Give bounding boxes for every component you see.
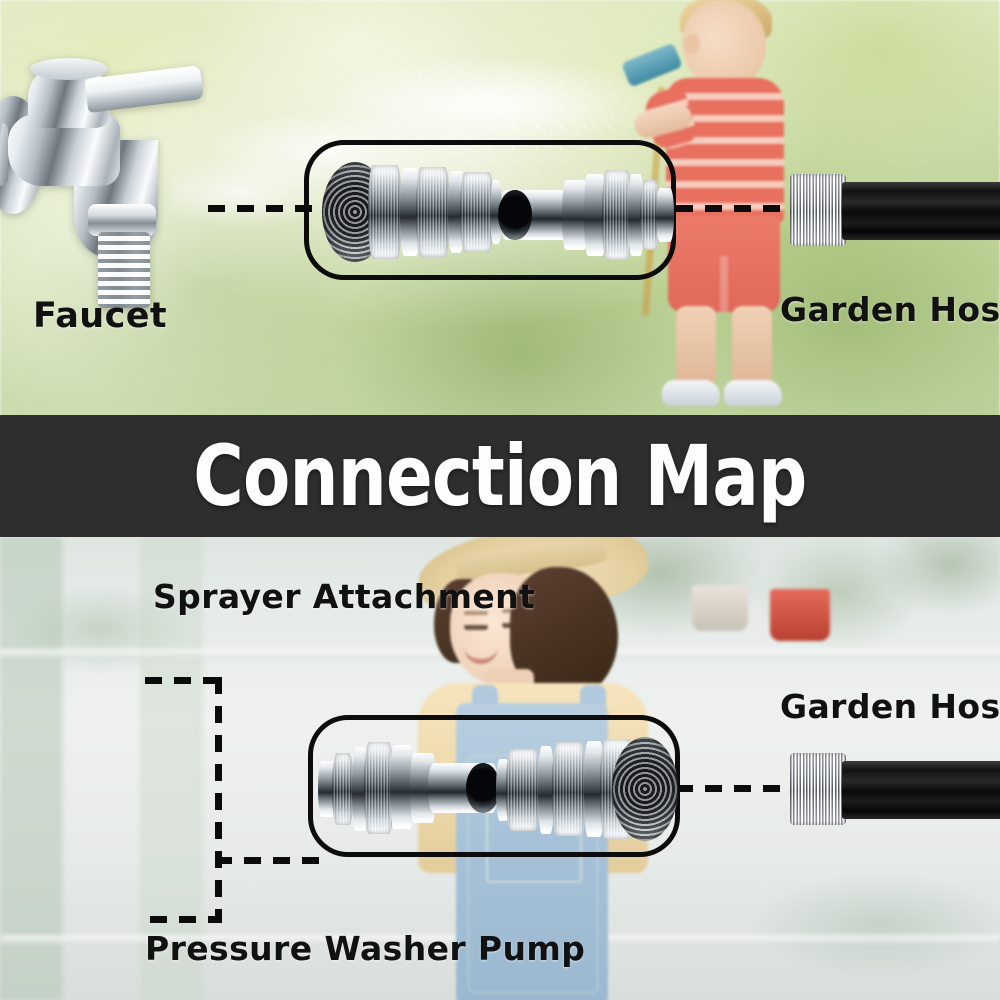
label-sprayer-attachment: Sprayer Attachment [153,577,536,616]
label-garden-hose-top: Garden Hose [780,290,1000,329]
male-hose-connector-top [498,168,676,260]
boy-shorts [668,216,780,312]
garden-hose-collar-top [790,174,846,246]
male-connector-knurl-1-bottom [364,742,394,834]
banner-title: Connection Map [193,427,807,525]
garden-hose-body-top [842,182,1000,240]
male-connector-knurl-1 [602,170,632,260]
label-pressure-washer-pump: Pressure Washer Pump [145,929,586,968]
male-hose-connector-bottom [318,739,500,835]
male-connector-knurl-2-bottom [332,753,354,825]
female-connector-knurl-3 [460,172,494,252]
female-hose-connector-bottom [496,735,678,843]
faucet-cap-top [30,58,108,80]
boy-shoe-left [662,380,720,406]
boy-ear [684,34,700,54]
boy-leg-right [732,306,772,384]
female-connector-knurl-2 [416,167,450,257]
dashed-line-vertical-trunk [215,677,222,922]
garden-hose-top [790,170,1000,250]
female-hose-connector-top [322,160,502,264]
label-faucet: Faucet [33,296,168,336]
boy-leg-left [676,306,716,384]
female-connector-knurl-1 [368,165,402,259]
female-connector-band-2-bottom [538,746,554,834]
male-connector-bore [498,190,532,240]
plant-pot-left [692,585,748,631]
dashed-line-sprayer-branch [145,677,231,684]
dashed-line-trunk-to-connector [215,857,319,864]
dashed-line-connector-to-hose-bottom [676,785,804,792]
label-garden-hose-bottom: Garden Hose [780,687,1000,726]
faucet-product-image [0,36,222,308]
bottom-diagram-panel: Sprayer Attachment Pressure Washer Pump … [0,537,1000,1000]
faucet-wall-nut [0,122,8,186]
female-connector-band-1-bottom [584,741,604,837]
woman-brow-left [464,611,488,615]
female-connector-knurl-2-bottom [552,742,586,836]
faucet-threaded-barb [98,232,150,308]
woman-smile [464,643,498,664]
female-connector-tail [490,180,502,244]
male-connector-bore-bottom [466,763,500,813]
dashed-line-faucet-to-connector [208,205,312,212]
garden-hose-collar-bottom [790,753,846,825]
garden-hose-bottom [790,749,1000,829]
garden-hose-body-bottom [842,761,1000,819]
dashed-line-connector-to-hose [676,205,804,212]
woman-eye-left [464,625,488,630]
female-connector-thread-face-bottom [612,737,678,841]
connection-map-banner: Connection Map [0,415,1000,537]
female-connector-knurl-3-bottom [506,749,540,831]
female-connector-band-1 [400,168,420,256]
boy-shoe-right [724,380,782,406]
top-diagram-panel: Faucet Garden Hose [0,0,1000,418]
faucet-outlet-collar [88,204,156,236]
male-connector-collar [584,174,606,256]
boy-with-sprayer-photo [621,0,840,414]
male-connector-knurl-2 [640,180,660,250]
plant-pot-red [770,589,830,641]
dashed-line-pump-branch [150,916,222,923]
male-connector-shoulder [562,180,588,250]
male-connector-threads [656,188,674,242]
